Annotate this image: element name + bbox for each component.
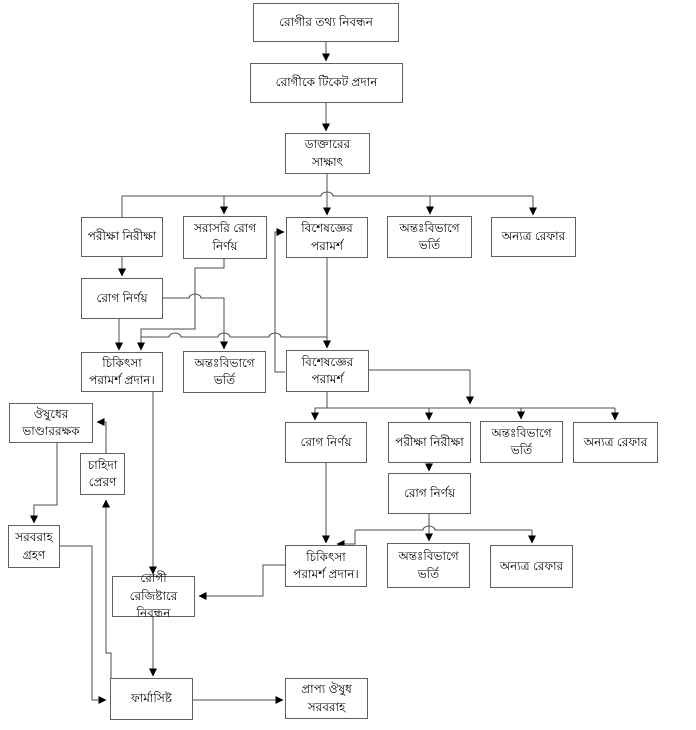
- node-treatment-advice-1: চিকিৎসা পরামর্শ প্রদান।: [81, 352, 163, 392]
- node-medicine-supply: প্রাপ্য ঔষুধ সরবরাহ: [285, 678, 368, 719]
- node-inpatient-admission-2: অন্তঃবিভাগে ভর্তি: [183, 351, 266, 393]
- node-disease-diagnosis-2: রোগ নির্ণয়: [285, 422, 367, 463]
- edge: [355, 525, 532, 531]
- node-patient-info-registration: রোগীর তথ্য নিবন্ধন: [253, 3, 399, 42]
- node-medicine-storekeeper: ঔষুধের ভাণ্ডাররক্ষক: [9, 403, 93, 443]
- node-inpatient-admission-4: অন্তঃবিভাগে ভর্তি: [387, 543, 470, 588]
- node-supply-receive: সরবরাহ গ্রহণ: [8, 525, 60, 568]
- node-direct-diagnosis: সরাসরি রোগ নির্ণয়: [183, 216, 267, 259]
- node-pharmacist: ফার্মাসিষ্ট: [110, 678, 193, 720]
- edge: [311, 407, 327, 421]
- edge: [96, 418, 107, 453]
- edge: [198, 564, 285, 600]
- edge: [30, 443, 58, 524]
- node-doctor-visit: ডাক্তারের সাক্ষাৎ: [285, 133, 370, 174]
- node-refer-elsewhere-3: অন্যত্র রেফার: [490, 545, 573, 588]
- node-specialist-consultation-1: বিশেষজ্ঞের পরামর্শ: [286, 217, 368, 258]
- node-patient-register-record: রোগী রেজিষ্টারে নিবন্ধন: [112, 571, 195, 620]
- node-disease-diagnosis-1: রোগ নির্ণয়: [81, 278, 163, 319]
- edge: [163, 293, 228, 350]
- node-demand-send: চাহিদা প্রেরণ: [80, 453, 125, 495]
- node-specialist-consultation-2: বিশেষজ্ঞের পরামর্শ: [286, 350, 369, 392]
- node-treatment-advice-2: চিকিৎসা পরামর্শ প্রদান।: [285, 545, 367, 587]
- node-refer-elsewhere-2: অন্যত্র রেফার: [573, 422, 658, 463]
- edge: [137, 259, 225, 351]
- node-disease-diagnosis-3: রোগ নির্ণয়: [388, 473, 471, 514]
- node-refer-elsewhere-1: অন্যত্র রেফার: [491, 217, 576, 257]
- edges: [30, 42, 619, 704]
- edge: [122, 191, 533, 197]
- node-patient-ticket-issue: রোগীকে টিকেট প্রদান: [250, 63, 403, 103]
- node-inpatient-admission-1: অন্তঃবিভাগে ভর্তি: [387, 216, 472, 258]
- edge: [60, 545, 107, 704]
- edge: [369, 369, 474, 405]
- edge: [336, 530, 356, 548]
- node-tests-investigations-2: পরীক্ষা নিরীক্ষা: [388, 422, 471, 463]
- node-tests-investigations-1: পরীক্ষা নিরীক্ষা: [81, 217, 163, 257]
- edge: [102, 499, 112, 678]
- node-inpatient-admission-3: অন্তঃবিভাগে ভর্তি: [480, 421, 563, 463]
- edge: [141, 332, 327, 338]
- edge: [274, 228, 285, 373]
